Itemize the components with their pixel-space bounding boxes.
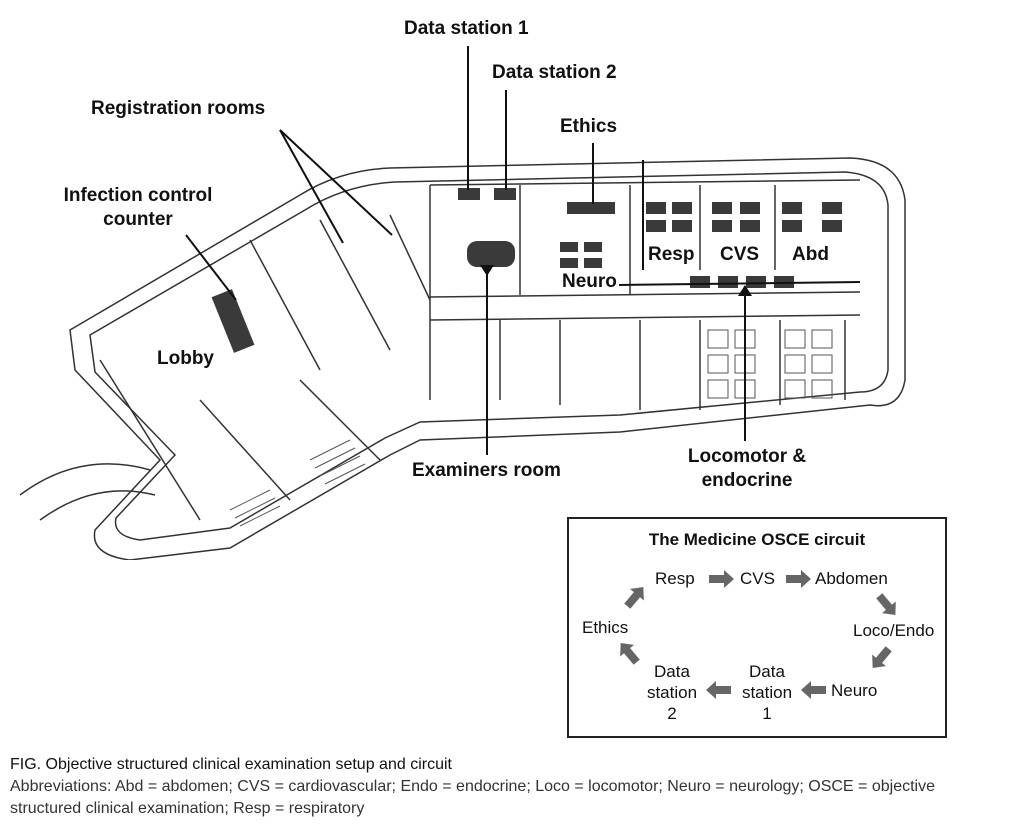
label-locomotor-line2: endocrine xyxy=(701,470,793,491)
label-neuro: Neuro xyxy=(560,270,619,294)
pointer-infection-control xyxy=(185,234,237,301)
circuit-node-neuro: Neuro xyxy=(831,681,878,700)
figure-caption: FIG. Objective structured clinical exami… xyxy=(10,756,1000,820)
circuit-node-ds1-line1: Data xyxy=(749,662,785,681)
data-station-2-desk xyxy=(494,188,516,200)
floor-plan xyxy=(19,46,906,560)
pointer-neuro xyxy=(616,281,861,286)
examiners-table xyxy=(467,241,515,267)
circuit-node-ds2-line3: 2 xyxy=(667,704,677,723)
infection-control-counter xyxy=(211,289,255,353)
circuit-node-ds1-line3: 1 xyxy=(762,704,772,723)
caption-abbreviations: Abbreviations: Abd = abdomen; CVS = card… xyxy=(10,778,935,817)
label-infection-control: Infection control counter xyxy=(52,184,224,232)
circuit-node-abdomen: Abdomen xyxy=(815,569,888,588)
building-outline xyxy=(69,157,906,560)
arrow-resp-to-cvs xyxy=(709,570,734,588)
circuit-node-ds2-line2: station xyxy=(646,683,698,702)
circuit-node-ds1-line2: station xyxy=(741,683,793,702)
label-lobby: Lobby xyxy=(157,348,214,369)
circuit-node-resp: Resp xyxy=(655,569,695,588)
label-resp: Resp xyxy=(646,243,697,267)
arrow-ds2-to-ethics xyxy=(620,643,640,665)
label-infection-control-line1: Infection control xyxy=(63,185,213,206)
label-cvs: CVS xyxy=(718,243,762,267)
arrow-cvs-to-abdomen xyxy=(786,570,811,588)
label-data-station-2: Data station 2 xyxy=(492,62,617,83)
pointer-registration-a xyxy=(279,129,344,244)
arrow-ds1-to-ds2 xyxy=(706,681,731,699)
label-registration-rooms: Registration rooms xyxy=(91,98,266,119)
label-abd: Abd xyxy=(790,243,831,267)
label-locomotor-line1: Locomotor & xyxy=(687,446,807,467)
circuit-node-cvs: CVS xyxy=(740,569,775,588)
label-data-station-1: Data station 1 xyxy=(404,18,529,39)
building-inner-outline xyxy=(89,171,889,541)
circuit-title: The Medicine OSCE circuit xyxy=(648,530,866,549)
data-station-1-desk xyxy=(458,188,480,200)
circuit-node-ethics: Ethics xyxy=(582,618,629,637)
label-ethics: Ethics xyxy=(560,116,618,137)
ethics-desk xyxy=(567,202,615,214)
label-infection-control-line2: counter xyxy=(103,209,173,230)
osce-circuit-box: The Medicine OSCE circuit Resp CVS Abdom… xyxy=(567,517,947,738)
circuit-node-data-station-1: Data station 1 xyxy=(737,661,797,724)
circuit-arrows xyxy=(620,570,896,699)
arrow-ethics-to-resp xyxy=(624,587,644,609)
arrow-loco-to-neuro xyxy=(872,646,892,668)
circuit-node-data-station-2: Data station 2 xyxy=(642,661,702,724)
circuit-node-loco-endo: Loco/Endo xyxy=(853,621,935,640)
label-locomotor-endocrine: Locomotor & endocrine xyxy=(672,445,822,493)
caption-title: FIG. Objective structured clinical exami… xyxy=(10,756,452,773)
arrow-neuro-to-ds1 xyxy=(801,681,826,699)
label-examiners-room: Examiners room xyxy=(412,460,561,481)
circuit-node-ds2-line1: Data xyxy=(654,662,690,681)
arrow-abdomen-to-loco xyxy=(876,593,896,615)
pointer-registration-b xyxy=(279,129,393,236)
